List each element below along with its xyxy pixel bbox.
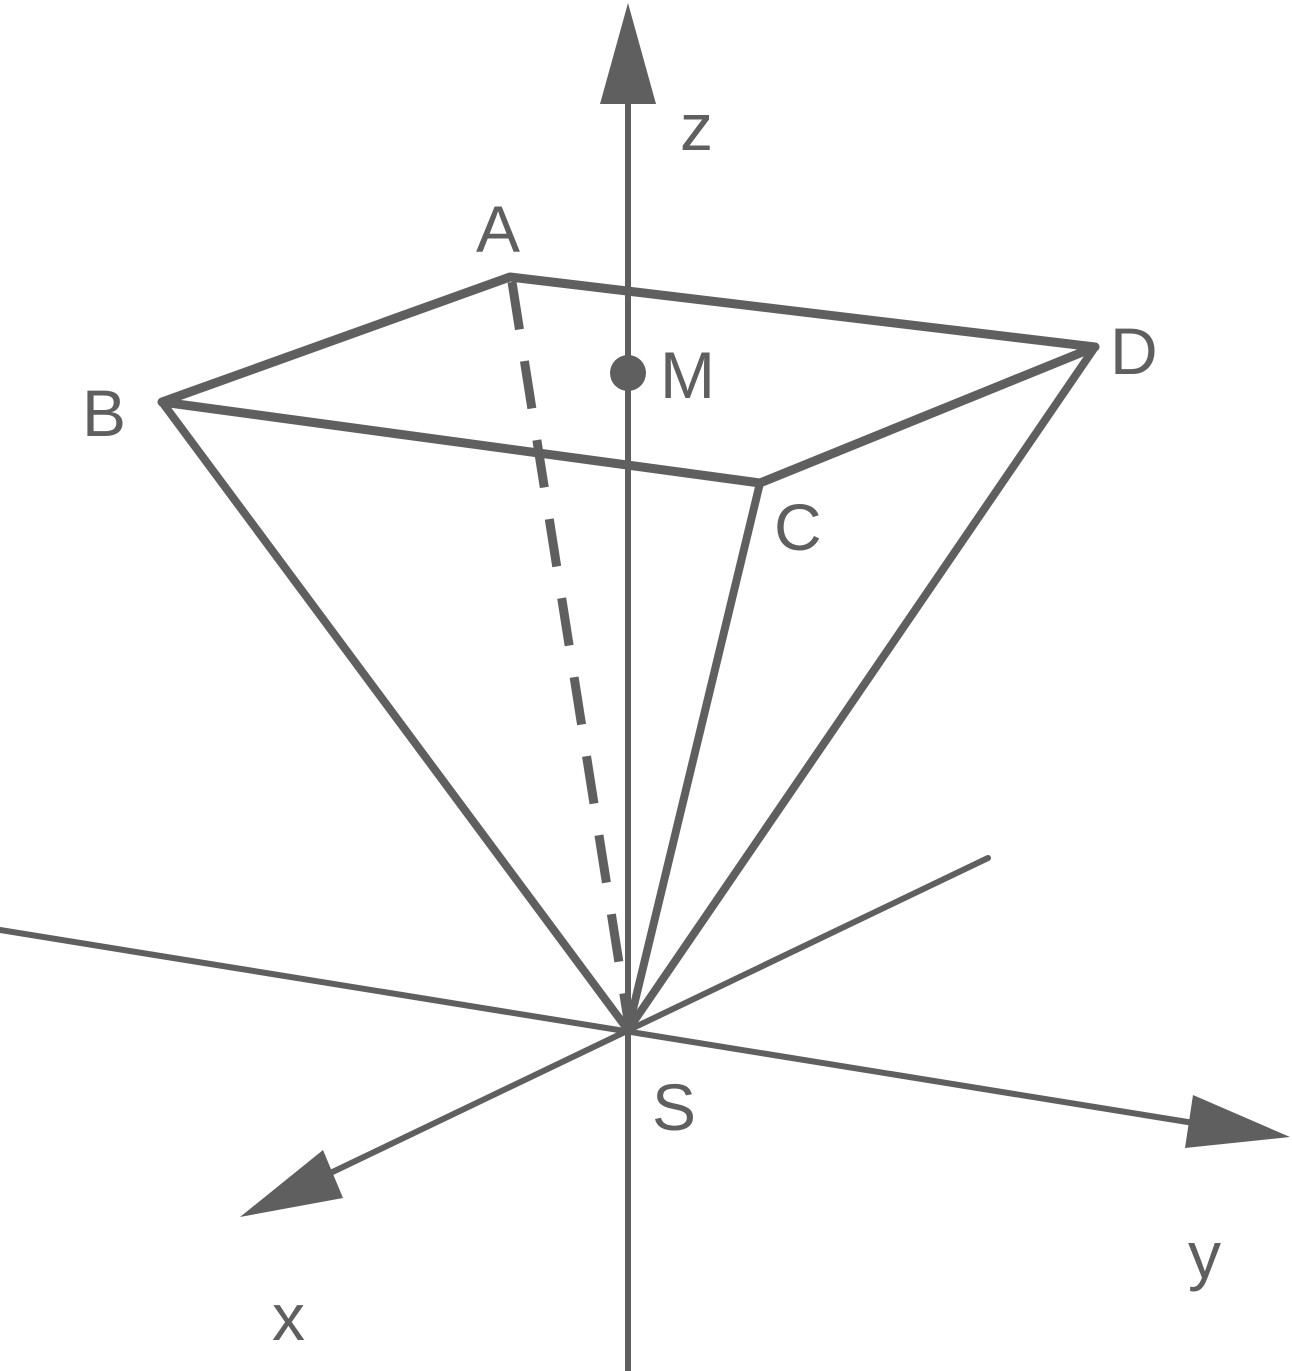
z-axis-arrowhead bbox=[600, 3, 656, 104]
label-m: M bbox=[660, 338, 715, 412]
edge-b-s bbox=[158, 398, 632, 1034]
y-axis-arrowhead bbox=[1185, 1095, 1290, 1148]
edge-d-s bbox=[624, 343, 1099, 1034]
label-c: C bbox=[774, 490, 822, 564]
label-z: z bbox=[680, 90, 713, 164]
label-d: D bbox=[1110, 314, 1158, 388]
y-axis bbox=[0, 927, 1203, 1127]
label-a: A bbox=[476, 192, 520, 266]
label-x: x bbox=[272, 1280, 305, 1354]
point-m bbox=[610, 355, 646, 391]
x-axis bbox=[317, 855, 991, 1181]
label-y: y bbox=[1188, 1218, 1221, 1292]
edge-c-s bbox=[624, 479, 764, 1034]
edge-a-s-hidden bbox=[507, 281, 633, 1021]
label-b: B bbox=[82, 376, 126, 450]
label-s: S bbox=[652, 1070, 696, 1144]
x-axis-arrowhead bbox=[240, 1150, 343, 1217]
